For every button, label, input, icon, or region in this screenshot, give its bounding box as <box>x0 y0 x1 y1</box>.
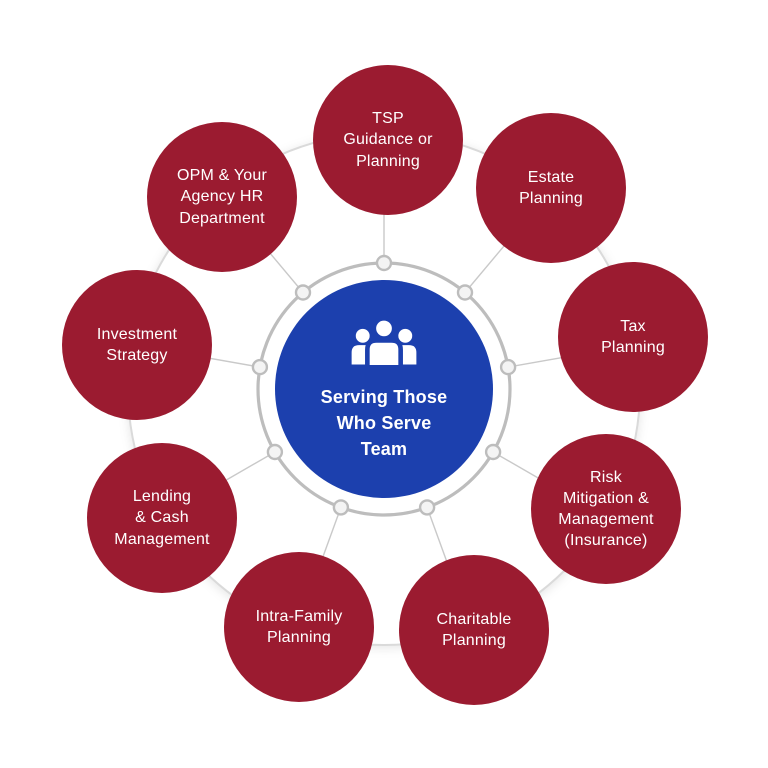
node-lending-cash-management: Lending & Cash Management <box>87 443 237 593</box>
node-charitable-planning: Charitable Planning <box>399 555 549 705</box>
node-investment-strategy: Investment Strategy <box>62 270 212 420</box>
connector-dot <box>456 284 474 301</box>
node-opm-agency-hr-department: OPM & Your Agency HR Department <box>147 122 297 272</box>
node-risk-mitigation-management-insurance: Risk Mitigation & Management (Insurance) <box>531 434 681 584</box>
connector-dot <box>266 443 284 461</box>
node-label: TSP Guidance or Planning <box>343 110 433 170</box>
node-label: Investment Strategy <box>96 325 178 364</box>
node-estate-planning: Estate Planning <box>476 113 626 263</box>
connector-dot <box>499 358 517 376</box>
node-label: Lending & Cash Management <box>114 488 210 548</box>
people-group-icon <box>351 315 417 370</box>
connector-dot <box>251 358 269 376</box>
node-label: Tax Planning <box>601 317 665 356</box>
center-hub: Serving Those Who Serve Team <box>275 280 493 498</box>
connector-dots <box>251 254 517 516</box>
connector-dot <box>484 443 502 461</box>
connector-dot <box>332 499 350 516</box>
node-intra-family-planning: Intra-Family Planning <box>224 552 374 702</box>
center-hub-label: Serving Those Who Serve Team <box>320 386 448 460</box>
node-tax-planning: Tax Planning <box>558 262 708 412</box>
node-label: OPM & Your Agency HR Department <box>176 167 268 227</box>
connector-dot <box>418 499 436 516</box>
node-label: Estate Planning <box>519 168 583 207</box>
node-label: Charitable Planning <box>436 610 512 649</box>
connector-dot <box>375 254 393 272</box>
node-tsp-guidance-or-planning: TSP Guidance or Planning <box>313 65 463 215</box>
connector-dot <box>294 284 312 301</box>
node-label: Risk Mitigation & Management (Insurance) <box>558 468 654 550</box>
node-label: Intra-Family Planning <box>255 607 343 646</box>
